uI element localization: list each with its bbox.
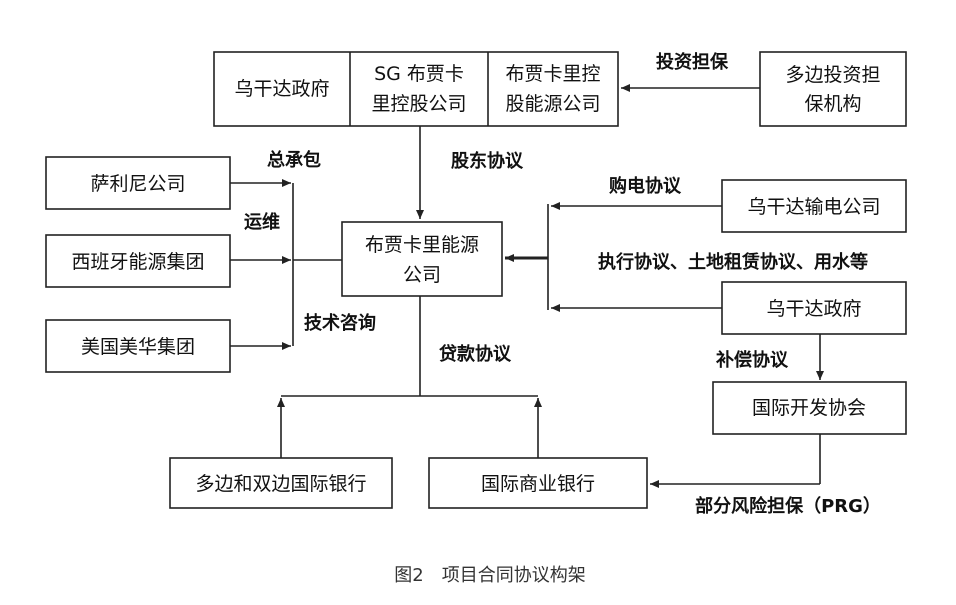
label-shareholder-agreement: 股东协议 <box>450 150 524 172</box>
box-sg-holding-line2: 里控股公司 <box>371 93 466 115</box>
box-uganda-government-top: 乌干达政府 <box>234 78 329 100</box>
label-ppa: 购电协议 <box>609 175 682 197</box>
box-sg-holding-line1: SG 布贾卡 <box>374 63 464 85</box>
box-bujagali-energy-line2: 公司 <box>403 264 441 286</box>
box-miga-line2: 保机构 <box>804 93 861 115</box>
figure-caption: 图2 项目合同协议构架 <box>394 565 585 586</box>
box-bujagali-energy-line1: 布贾卡里能源 <box>365 234 479 256</box>
box-bujagali-energy <box>341 221 503 297</box>
box-us-meihua <box>45 319 231 373</box>
box-commercial-banks-label: 国际商业银行 <box>481 473 595 495</box>
label-om: 运维 <box>244 211 280 233</box>
box-bujagali-holding-line1: 布贾卡里控 <box>505 63 600 85</box>
box-salini-label: 萨利尼公司 <box>90 173 185 195</box>
box-miga-line1: 多边投资担 <box>785 64 880 86</box>
label-loan-agreement: 贷款协议 <box>439 343 512 365</box>
box-spain-energy-label: 西班牙能源集团 <box>71 251 204 273</box>
box-uganda-transmission-label: 乌干达输电公司 <box>747 196 880 218</box>
box-us-meihua-label: 美国美华集团 <box>81 336 195 358</box>
box-uganda-transmission <box>721 179 907 233</box>
box-salini <box>45 156 231 210</box>
box-spain-energy <box>45 234 231 288</box>
box-bujagali-holding-line2: 股能源公司 <box>505 93 600 115</box>
box-uganda-government-right <box>721 281 907 335</box>
shareholder-group-box <box>213 51 619 127</box>
box-ida-label: 国际开发协会 <box>752 397 866 419</box>
label-tech-consulting: 技术咨询 <box>304 312 376 334</box>
label-implementation: 执行协议、土地租赁协议、用水等 <box>598 251 868 273</box>
label-epc: 总承包 <box>267 149 321 171</box>
label-investment-guarantee: 投资担保 <box>656 51 729 73</box>
box-commercial-banks <box>428 457 648 509</box>
box-uganda-government-right-label: 乌干达政府 <box>766 298 861 320</box>
label-prg: 部分风险担保（PRG） <box>695 495 881 517</box>
box-ida <box>712 381 907 435</box>
box-miga <box>759 51 907 127</box>
box-multilateral-banks <box>169 457 393 509</box>
box-multilateral-banks-label: 多边和双边国际银行 <box>195 473 366 495</box>
label-compensation: 补偿协议 <box>715 349 789 371</box>
